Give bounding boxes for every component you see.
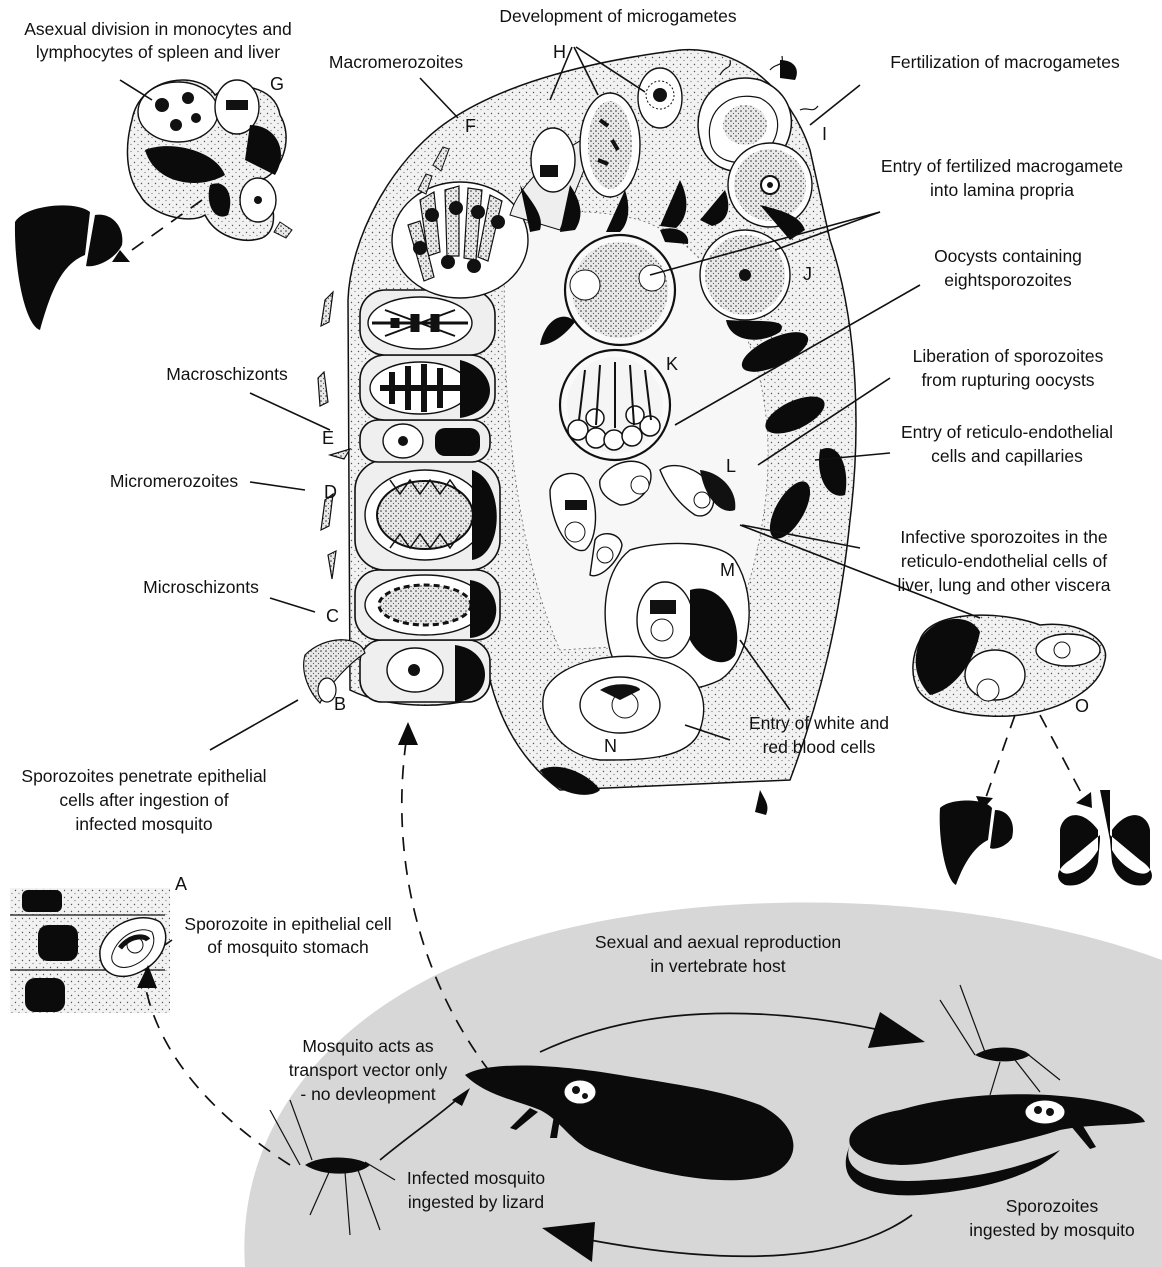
label-liberation-2: from rupturing oocysts (921, 370, 1094, 390)
letter-a: A (175, 874, 187, 894)
label-macroschizonts: Macroschizonts (166, 364, 288, 384)
letter-m: M (720, 560, 735, 580)
label-infective-3: liver, lung and other viscera (897, 575, 1110, 595)
label-sporozoites-ingested-1: Sporozoites (1006, 1196, 1099, 1216)
label-asexual-division-2: lymphocytes of spleen and liver (36, 42, 280, 62)
label-penetrate-1: Sporozoites penetrate epithelial (21, 766, 266, 786)
letter-n: N (604, 736, 617, 756)
label-microschizonts: Microschizonts (143, 577, 259, 597)
letter-g: G (270, 74, 284, 94)
label-sporozoite-epithelial-2: of mosquito stomach (207, 937, 368, 957)
letter-e: E (322, 428, 334, 448)
letter-f: F (465, 116, 476, 136)
label-entry-blood-2: red blood cells (763, 737, 876, 757)
letter-o: O (1075, 696, 1089, 716)
label-penetrate-2: cells after ingestion of (59, 790, 228, 810)
label-infective-1: Infective sporozoites in the (900, 527, 1107, 547)
letter-h: H (553, 42, 566, 62)
letter-d: D (324, 482, 337, 502)
label-transport-vector-2: transport vector only (289, 1060, 448, 1080)
letter-i: I (822, 124, 827, 144)
letter-b: B (334, 694, 346, 714)
monocyte-cluster-g (127, 80, 292, 240)
label-penetrate-3: infected mosquito (75, 814, 212, 834)
label-entry-fertilized-2: into lamina propria (930, 180, 1074, 200)
label-macromerozoites: Macromerozoites (329, 52, 463, 72)
liver-icon-viscera (940, 801, 1013, 886)
label-fertilization: Fertilization of macrogametes (890, 52, 1120, 72)
label-transport-vector-3: - no devleopment (300, 1084, 435, 1104)
lung-icon (1058, 790, 1152, 886)
label-oocysts-1: Oocysts containing (934, 246, 1082, 266)
liver-icon-spleen (15, 205, 122, 330)
label-infected-mosquito-2: ingested by lizard (408, 1192, 544, 1212)
label-entry-fertilized-1: Entry of fertilized macrogamete (881, 156, 1123, 176)
label-transport-vector-1: Mosquito acts as (302, 1036, 434, 1056)
label-infective-2: reticulo-endothelial cells of (901, 551, 1107, 571)
label-development-microgametes: Development of microgametes (499, 6, 737, 26)
letter-j: J (803, 264, 812, 284)
label-entry-reticulo-2: cells and capillaries (931, 446, 1083, 466)
letter-l: L (726, 456, 736, 476)
label-oocysts-2: eightsporozoites (944, 270, 1072, 290)
label-entry-blood-1: Entry of white and (749, 713, 889, 733)
intestinal-section (348, 50, 856, 815)
label-sexual-reproduction-1: Sexual and aexual reproduction (595, 932, 841, 952)
label-sporozoites-ingested-2: ingested by mosquito (969, 1220, 1134, 1240)
letter-k: K (666, 354, 678, 374)
label-infected-mosquito-1: Infected mosquito (407, 1168, 545, 1188)
label-liberation-1: Liberation of sporozoites (913, 346, 1104, 366)
label-entry-reticulo-1: Entry of reticulo-endothelial (901, 422, 1113, 442)
label-asexual-division-1: Asexual division in monocytes and (24, 19, 292, 39)
label-micromerozoites: Micromerozoites (110, 471, 239, 491)
label-sporozoite-epithelial-1: Sporozoite in epithelial cell (184, 914, 391, 934)
mosquito-stomach-inset-a (10, 888, 170, 1013)
letter-c: C (326, 606, 339, 626)
label-sexual-reproduction-2: in vertebrate host (650, 956, 785, 976)
